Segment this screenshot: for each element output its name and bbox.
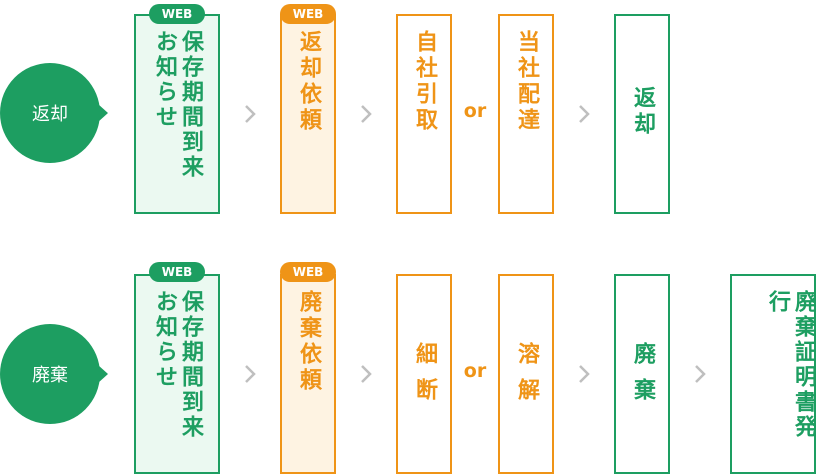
step-text: 保存期間到来お知らせ [152,30,203,180]
step-return: 返却 [614,14,670,214]
step-self-pickup: 自社引取 [396,14,452,214]
chevron-right-icon [695,365,706,383]
step-storage-notice: 保存期間到来お知らせ [134,14,220,214]
step-disposal-certificate: 廃棄証明書発行 [730,274,816,474]
web-badge: WEB [149,4,205,24]
web-badge: WEB [280,4,336,24]
step-text: 溶解 [514,342,539,414]
step-text: 廃棄依頼 [296,290,321,394]
step-shredding: 細断 [396,274,452,474]
row-label-return: 返却 [0,63,108,163]
step-disposal-request: 廃棄依頼 [280,274,336,474]
web-badge: WEB [280,262,336,282]
row-label-text: 廃棄 [32,365,68,386]
step-text: 自社引取 [412,30,437,134]
step-text: 細断 [412,342,437,414]
or-connector: or [463,360,487,382]
step-disposal: 廃棄 [614,274,670,474]
step-text: 廃棄 [630,342,655,414]
or-connector: or [463,100,487,122]
step-storage-notice: 保存期間到来お知らせ [134,274,220,474]
chevron-right-icon [361,365,372,383]
step-text: 廃棄証明書発行 [765,290,816,440]
step-our-delivery: 当社配達 [498,14,554,214]
row-label-disposal: 廃棄 [0,324,108,424]
step-return-request: 返却依頼 [280,14,336,214]
step-text: 保存期間到来お知らせ [152,290,203,440]
chevron-right-icon [245,105,256,123]
chevron-right-icon [579,365,590,383]
step-dissolving: 溶解 [498,274,554,474]
chevron-right-icon [361,105,372,123]
step-text: 返却 [630,86,655,138]
chevron-right-icon [579,105,590,123]
step-text: 当社配達 [514,30,539,134]
web-badge: WEB [149,262,205,282]
step-text: 返却依頼 [296,30,321,134]
chevron-right-icon [245,365,256,383]
row-label-text: 返却 [32,104,68,125]
